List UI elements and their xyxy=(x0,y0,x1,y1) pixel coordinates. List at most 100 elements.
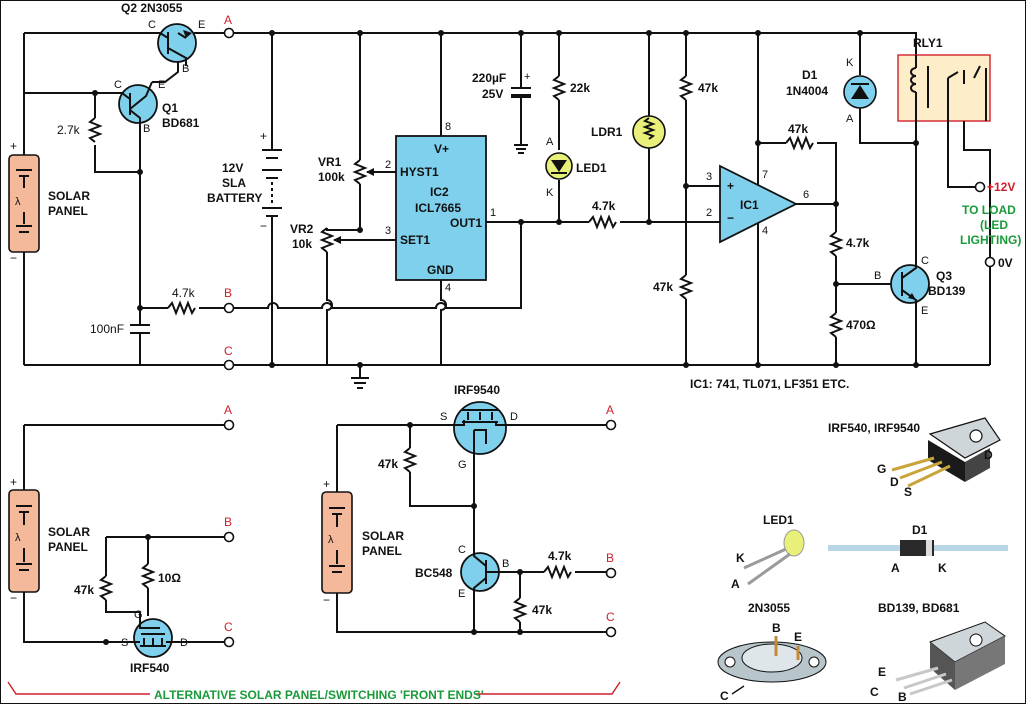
ic2-name: IC2 xyxy=(430,185,449,199)
d1-part: 1N4004 xyxy=(786,84,828,98)
main-terminals: A B C xyxy=(223,13,235,371)
d1-name: D1 xyxy=(802,68,818,82)
pinout-diode: D1 A K xyxy=(828,523,1008,575)
ldr1-label: LDR1 xyxy=(591,125,623,139)
pinout-mosfet: IRF540, IRF9540 G D S D xyxy=(828,417,1001,499)
alt1-pin-g: G xyxy=(134,609,143,621)
q1-name: Q1 xyxy=(162,101,178,115)
cap-220u: 220µF 25V + xyxy=(472,30,531,154)
alt1-term-c: C xyxy=(224,620,233,634)
alt2-term-b: B xyxy=(606,551,614,565)
alt2-bc548-label: BC548 xyxy=(415,566,453,580)
r-4k7-mid-label: 4.7k xyxy=(592,199,616,213)
q2-pin-e: E xyxy=(198,19,205,31)
ic1-pin4: 4 xyxy=(762,225,768,237)
ic2-gnd: GND xyxy=(427,263,454,277)
ic1-pin3: 3 xyxy=(706,171,712,183)
d1-pin-k: K xyxy=(846,57,854,69)
pinout-diode-label: D1 xyxy=(912,523,928,537)
alt1-lambda: λ xyxy=(15,532,21,544)
q2-transistor: Q2 2N3055 C E B xyxy=(121,1,205,75)
bd-pin-b: B xyxy=(898,690,907,704)
alt2-r4k7-label: 4.7k xyxy=(548,549,572,563)
alt2-r47k-top-label: 47k xyxy=(378,457,398,471)
alt2-bc-pin-b: B xyxy=(502,558,509,570)
r-47k-top-label: 47k xyxy=(698,81,718,95)
r-470-label: 470Ω xyxy=(846,318,876,332)
alt1-pin-d: D xyxy=(180,637,188,649)
pinout-2n3055-label: 2N3055 xyxy=(748,601,790,615)
alt2-irf9540-label: IRF9540 xyxy=(454,383,500,397)
q2-pin-b: B xyxy=(182,63,189,75)
solar-label-2: PANEL xyxy=(48,204,88,218)
footer-bracket: ALTERNATIVE SOLAR PANEL/SWITCHING 'FRONT… xyxy=(7,681,621,702)
bd-pin-c: C xyxy=(870,685,879,699)
vr2-value: 10k xyxy=(292,237,312,251)
q2-pin-c: C xyxy=(148,19,156,31)
alt2-term-a: A xyxy=(606,403,614,417)
alt1-plus: + xyxy=(10,475,17,489)
r-47k-bot-label: 47k xyxy=(653,280,673,294)
pinout-led-label: LED1 xyxy=(763,513,794,527)
q1-transistor: C E B Q1 BD681 xyxy=(114,79,200,135)
ic1-name: IC1 xyxy=(740,198,759,212)
q1-type: BD681 xyxy=(162,116,200,130)
batt-label-3: BATTERY xyxy=(207,191,262,205)
vr1-name: VR1 xyxy=(318,155,342,169)
q3-driver: 4.7k 470Ω B C E Q3 BD139 xyxy=(828,204,966,368)
diode-pin-k: K xyxy=(938,561,947,575)
ic2-pin8: 8 xyxy=(445,121,451,133)
alt1-term-b: B xyxy=(224,515,232,529)
d1-pin-a: A xyxy=(846,113,854,125)
ic2-vplus: V+ xyxy=(434,142,449,156)
vr1-value: 100k xyxy=(318,170,345,184)
alt1-irf540-label: IRF540 xyxy=(130,661,170,675)
r-22k-label: 22k xyxy=(570,81,590,95)
ldr1: LDR1 xyxy=(591,30,666,225)
cap-220u-voltage: 25V xyxy=(482,87,503,101)
pinout-led: LED1 K A xyxy=(731,513,805,591)
solar-minus: − xyxy=(10,251,17,265)
vr2-name: VR2 xyxy=(290,222,314,236)
alt-front-end-2: A B C λ + − SOLAR PANEL 47k IRF9540 S D … xyxy=(321,383,617,638)
ic2-part: ICL7665 xyxy=(415,201,461,215)
alt2-plus: + xyxy=(323,477,330,491)
q3-name: Q3 xyxy=(936,269,952,283)
alt1-r47k-label: 47k xyxy=(74,583,94,597)
ic2-hyst: HYST1 xyxy=(400,165,439,179)
q3-type: BD139 xyxy=(928,284,966,298)
to-load-2: (LED xyxy=(980,218,1008,232)
led-branch: 22k A K LED1 xyxy=(545,30,607,225)
q1-pin-b: B xyxy=(143,123,150,135)
cap-plus: + xyxy=(524,71,530,83)
pinout-2n3055: 2N3055 B E C xyxy=(717,601,827,703)
t2n-pin-c: C xyxy=(720,689,729,703)
trimpots: VR1 100k VR2 10k xyxy=(290,30,396,365)
ic2-set: SET1 xyxy=(400,233,430,247)
alt2-r47k-bot-label: 47k xyxy=(532,603,552,617)
t2n-pin-b: B xyxy=(772,621,781,635)
ground-symbol xyxy=(351,362,369,389)
alt2-lambda: λ xyxy=(328,534,334,546)
alt2-pin-s: S xyxy=(440,411,447,423)
ic1-opamp: + − IC1 3 2 7 4 6 47k xyxy=(706,30,839,368)
alt-front-end-1: A B C λ + − SOLAR PANEL 47k 10Ω G S D IR xyxy=(8,403,235,675)
ic2-pin1: 1 xyxy=(490,207,496,219)
solar-label-1: SOLAR xyxy=(48,189,90,203)
ic2-pin3: 3 xyxy=(385,225,391,237)
solar-lambda: λ xyxy=(15,196,21,208)
resistor-2k7: 2.7k xyxy=(57,117,103,143)
r-2k7-label: 2.7k xyxy=(57,123,81,137)
pinout-bd: BD139, BD681 E C B xyxy=(870,601,1006,704)
alt2-bc-pin-e: E xyxy=(458,588,465,600)
battery: + − 12V SLA BATTERY xyxy=(207,30,282,368)
alt2-solar-2: PANEL xyxy=(362,544,402,558)
batt-plus: + xyxy=(260,129,267,143)
alt1-pin-s: S xyxy=(121,637,128,649)
alt1-solar-2: PANEL xyxy=(48,540,88,554)
alt1-term-a: A xyxy=(224,403,232,417)
to-load-1: TO LOAD xyxy=(962,203,1016,217)
main-circuit xyxy=(23,32,990,366)
